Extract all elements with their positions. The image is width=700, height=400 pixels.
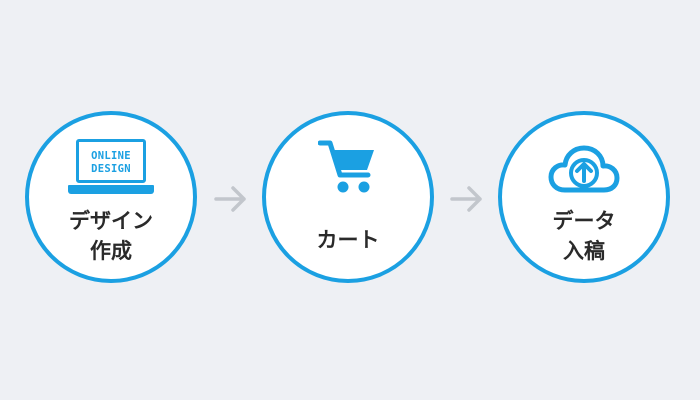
step-data-submission-label: データ 入稿 xyxy=(502,206,666,266)
laptop-icon: ONLINE DESIGN xyxy=(68,139,154,195)
step-cart-label-line-1: カート xyxy=(316,228,380,252)
step-data-submission-label-line-1: データ xyxy=(552,209,616,233)
step-data-submission-label-line-2: 入稿 xyxy=(563,239,605,263)
laptop-screen: ONLINE DESIGN xyxy=(76,139,146,183)
step-cart-label: カート xyxy=(266,225,430,255)
step-design-label-line-1: デザイン xyxy=(69,209,153,233)
arrow-right-icon xyxy=(214,186,246,212)
laptop-screen-text-line-2: DESIGN xyxy=(91,163,131,175)
step-design: ONLINE DESIGN デザイン 作成 xyxy=(25,111,197,283)
step-design-label: デザイン 作成 xyxy=(29,206,193,266)
laptop-base xyxy=(68,185,154,194)
cloud-upload-icon xyxy=(548,145,620,193)
step-data-submission: データ 入稿 xyxy=(498,111,670,283)
laptop-screen-text-line-1: ONLINE xyxy=(91,150,131,162)
step-cart: カート xyxy=(262,111,434,283)
arrow-right-icon xyxy=(450,186,482,212)
shopping-cart-icon xyxy=(318,140,374,193)
step-design-label-line-2: 作成 xyxy=(90,239,132,263)
